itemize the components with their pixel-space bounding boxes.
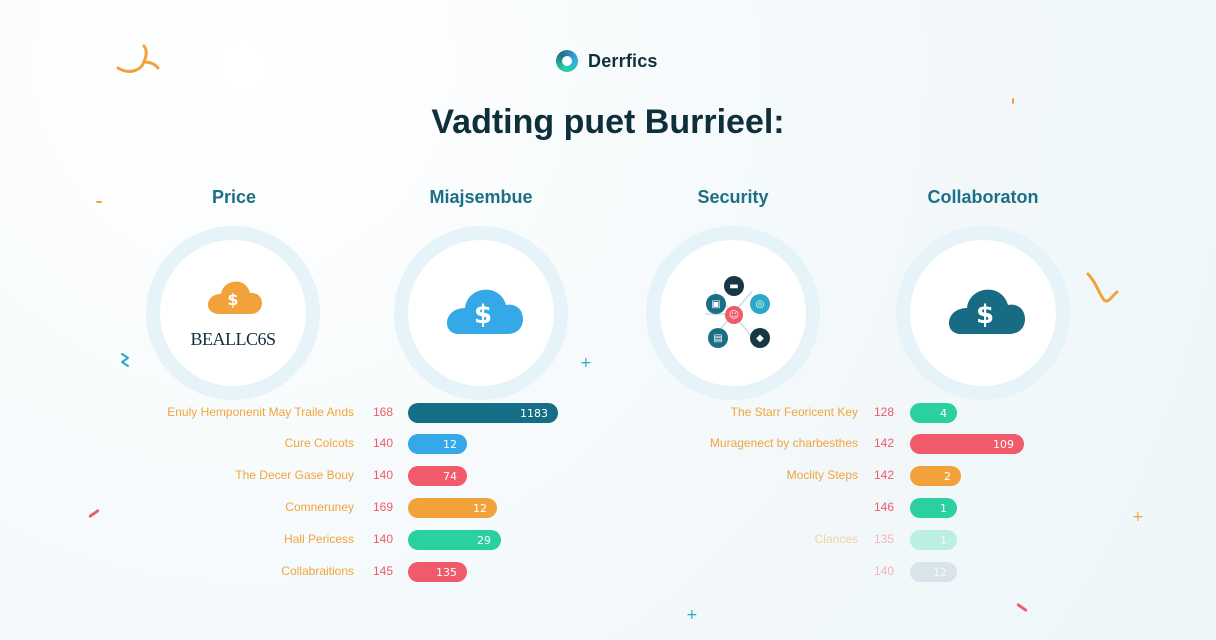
left-bars: Enuly Hemponenit May Traile Ands 168 118…	[0, 403, 620, 603]
shield-icon: ◆	[750, 328, 770, 348]
svg-text:$: $	[474, 300, 492, 330]
bar-label: The Decer Gase Bouy	[235, 468, 354, 482]
bar-number: 145	[373, 564, 394, 578]
decorative-plus: +	[580, 355, 592, 371]
bar-label: Moclity Steps	[786, 468, 858, 482]
right-bars: The Starr Feoricent Key 128 4 Muragenect…	[0, 403, 1216, 603]
price-icon-caption: BEALLC6S	[190, 329, 276, 349]
decorative-squiggle-right	[1084, 270, 1124, 310]
bar-row: Cure Colcots 140 12	[0, 434, 620, 456]
brand-logo-icon	[556, 50, 578, 72]
bar-label: Clances	[814, 532, 858, 546]
bar: 12	[408, 498, 497, 518]
miajsembue-icon-circle: $	[408, 240, 554, 386]
decorative-dash	[1016, 602, 1028, 613]
bar-row: The Decer Gase Bouy 140 74	[0, 466, 620, 488]
bar-number: 140	[373, 532, 394, 546]
server-icon: ▣	[706, 294, 726, 314]
decorative-squiggle-small	[118, 352, 132, 370]
bar-row: Comneruney 169 12	[0, 498, 620, 520]
bar-number: 135	[874, 532, 895, 546]
bar-row: Hall Pericess 140 29	[0, 530, 620, 552]
bar: 109	[910, 434, 1024, 454]
bar-number: 169	[373, 500, 394, 514]
bar-row: 146 1	[0, 498, 1216, 520]
bar-label: Muragenect by charbesthes	[709, 436, 858, 450]
dollar-cloud-icon: $	[939, 282, 1027, 345]
column-title-miajsembue: Miajsembue	[429, 187, 533, 207]
user-icon: ☺	[725, 306, 743, 324]
column-title-security: Security	[697, 187, 769, 207]
bar-row: Clances 135 1	[0, 530, 1216, 552]
bar-number: 142	[874, 468, 895, 482]
bar-number: 140	[373, 468, 394, 482]
price-icon-circle: $ BEALLC6S	[160, 240, 306, 386]
page-title: Vadting puet Burrieel:	[431, 103, 785, 141]
brand-name: Derrfics	[588, 50, 658, 71]
bar: 135	[408, 562, 467, 582]
collaboration-icon-circle: $	[910, 240, 1056, 386]
bar: 12	[408, 434, 467, 454]
svg-text:$: $	[976, 300, 994, 330]
bar: 74	[408, 466, 467, 486]
bar-label: Cure Colcots	[284, 436, 354, 450]
decorative-dot	[96, 201, 102, 203]
security-network-icon: ▬ ▣ ◎ ▤ ◆ ☺	[690, 270, 776, 356]
bar-label: Hall Pericess	[283, 532, 354, 546]
bar-row: Muragenect by charbesthes 142 109	[0, 434, 1216, 456]
bar-row: Enuly Hemponenit May Traile Ands 168 118…	[0, 403, 620, 425]
bar-number: 140	[373, 436, 394, 450]
svg-text:$: $	[227, 290, 238, 309]
bar-number: 142	[874, 436, 895, 450]
bar-number: 146	[874, 500, 895, 514]
column-title-price: Price	[211, 187, 257, 207]
bar-row: Moclity Steps 142 2	[0, 466, 1216, 488]
brand: Derrfics	[556, 50, 658, 72]
decorative-squiggle-top-left	[114, 44, 162, 76]
lock-icon: ▬	[724, 276, 744, 296]
bar: 4	[910, 403, 957, 423]
dollar-cloud-icon: $	[202, 276, 264, 323]
bar-row: Collabraitions 145 135	[0, 562, 620, 584]
bar-label: Comneruney	[285, 500, 354, 514]
bar-label: Enuly Hemponenit May Traile Ands	[167, 405, 354, 419]
security-icon-circle: ▬ ▣ ◎ ▤ ◆ ☺	[660, 240, 806, 386]
column-title-collaboration: Collaboraton	[927, 187, 1039, 207]
decorative-plus: +	[1132, 509, 1144, 525]
bar: 12	[910, 562, 957, 582]
bar-number: 140	[874, 564, 895, 578]
bar-label: Collabraitions	[281, 564, 354, 578]
decorative-plus: +	[686, 607, 698, 623]
bar: 1	[910, 498, 957, 518]
bar-number: 128	[874, 405, 895, 419]
bar-number: 168	[373, 405, 394, 419]
bar-label: The Starr Feoricent Key	[730, 405, 858, 419]
bar-row: The Starr Feoricent Key 128 4	[0, 403, 1216, 425]
database-icon: ▤	[708, 328, 728, 348]
bar: 1	[910, 530, 957, 550]
bar: 2	[910, 466, 961, 486]
dollar-cloud-icon: $	[437, 282, 525, 345]
bar: 1183	[408, 403, 558, 423]
globe-icon: ◎	[750, 294, 770, 314]
bar: 29	[408, 530, 501, 550]
bar-row: 140 12	[0, 562, 1216, 584]
